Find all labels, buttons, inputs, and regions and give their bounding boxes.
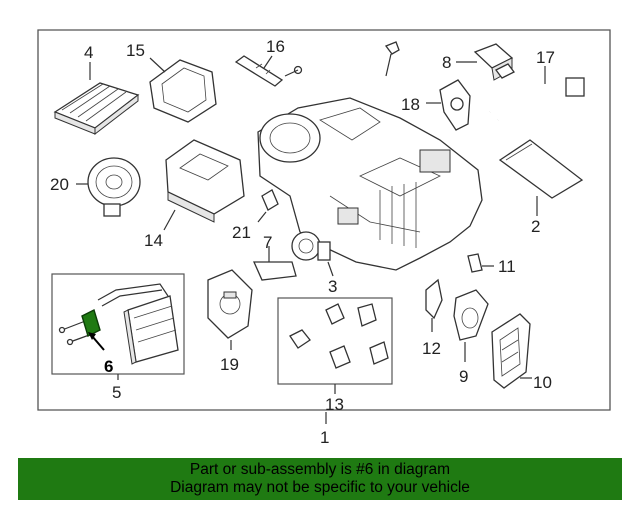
part-2-plate[interactable] [498, 139, 584, 199]
callout-17: 17 [536, 48, 555, 67]
callout-3: 3 [328, 277, 337, 296]
part-16-seal[interactable] [234, 55, 284, 87]
callout-20: 20 [50, 175, 69, 194]
part-9-actuator[interactable] [453, 289, 489, 341]
part-7-duct[interactable] [252, 261, 297, 281]
callout-7: 7 [263, 233, 272, 252]
diagram-frame [37, 29, 611, 411]
part-10-door[interactable] [491, 313, 531, 389]
part-6-highlighted[interactable] [81, 309, 101, 337]
callout-19: 19 [220, 355, 239, 374]
callout-9: 9 [459, 367, 468, 386]
part-5-evaporator[interactable] [58, 283, 179, 365]
callout-4: 4 [84, 43, 93, 62]
part-19-actuator[interactable] [207, 269, 253, 339]
callout-1: 1 [320, 428, 329, 447]
callout-5: 5 [112, 383, 121, 402]
part-16-screw[interactable] [284, 65, 303, 77]
part-11-sensor[interactable] [467, 253, 483, 273]
callout-8: 8 [442, 53, 451, 72]
callout-18: 18 [401, 95, 420, 114]
callout-10: 10 [533, 373, 552, 392]
part-13-sensors[interactable] [289, 303, 389, 369]
callout-12: 12 [422, 339, 441, 358]
callout-2: 2 [531, 217, 540, 236]
sensor-pin [384, 41, 400, 77]
part-4-filter[interactable] [53, 82, 140, 136]
callout-6-arrowhead [88, 332, 96, 340]
part-14-housing[interactable] [165, 139, 245, 223]
part-3-motor[interactable] [291, 231, 331, 261]
part-12-bracket[interactable] [425, 278, 443, 320]
banner-line-1: Part or sub-assembly is #6 in diagram [189, 461, 451, 478]
banner-line-2: Diagram may not be specific to your vehi… [170, 479, 470, 496]
callout-11: 11 [498, 257, 516, 276]
callout-16: 16 [266, 37, 285, 56]
part-8-actuator[interactable] [473, 43, 515, 81]
part-21-clip[interactable] [261, 189, 279, 211]
callout-14: 14 [144, 231, 163, 250]
callout-15: 15 [126, 41, 145, 60]
hvac-housing[interactable] [257, 97, 483, 271]
part-20-blower[interactable] [87, 157, 141, 217]
part-15-frame[interactable] [149, 59, 217, 123]
callout-13: 13 [325, 395, 344, 414]
part-18-bracket[interactable] [439, 79, 471, 131]
part-17-pipes[interactable] [489, 77, 587, 122]
callout-6: 6 [104, 357, 113, 376]
info-banner: Part or sub-assembly is #6 in diagram Di… [18, 458, 622, 500]
callout-21: 21 [232, 223, 251, 242]
callout-6-leader [91, 335, 105, 351]
